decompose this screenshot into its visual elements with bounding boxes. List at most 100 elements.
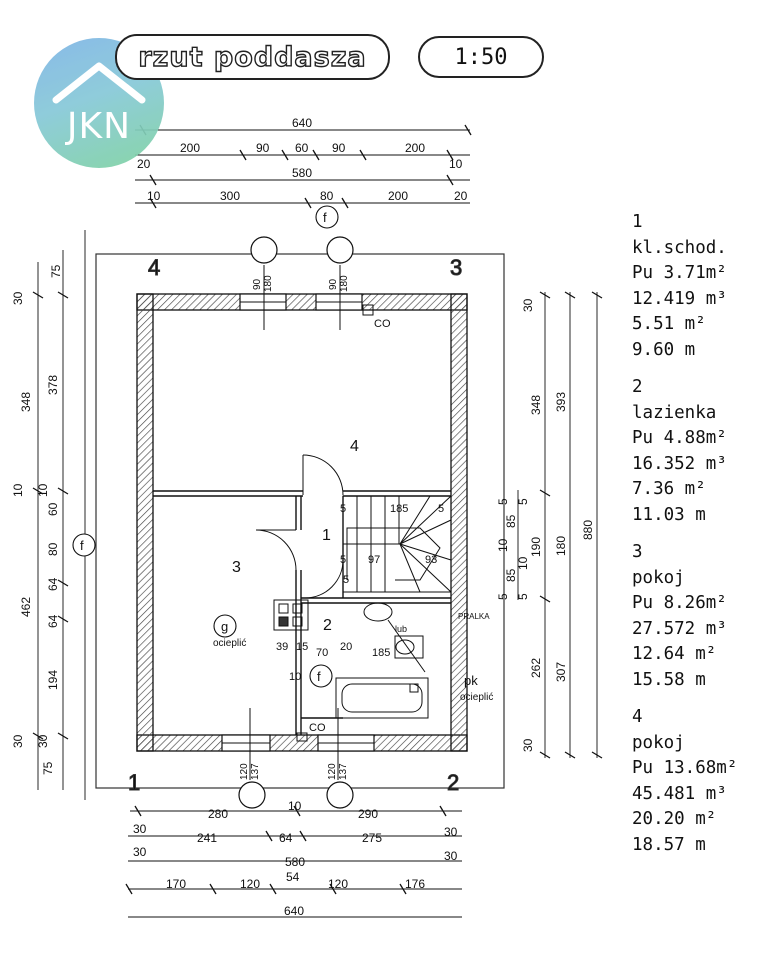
roof-outline	[95, 253, 505, 789]
inner-dimensions: 185 97 93 5 5 5 5 39 15 70 20 185 10	[276, 503, 444, 683]
dimension-value: 200	[388, 189, 408, 203]
dimension-value: 275	[362, 831, 382, 845]
f-markers	[72, 205, 339, 688]
room-label-2: 2	[323, 617, 332, 634]
dimension-value: 640	[292, 116, 312, 130]
dimension-value: 120	[327, 763, 338, 780]
dimension-value: 120	[328, 877, 348, 891]
dimension-value: 30	[444, 849, 458, 863]
dimension-value: 10	[147, 189, 161, 203]
dimension-value: 10	[289, 671, 301, 683]
dimension-value: 20	[454, 189, 468, 203]
f-marker-left: f	[80, 538, 84, 553]
house-roof-icon	[52, 62, 146, 104]
dimension-value: 10	[496, 538, 510, 552]
dimension-value: 30	[11, 734, 25, 748]
dimension-value: 60	[46, 502, 60, 516]
dimension-value: 185	[372, 647, 390, 659]
scale-badge: 1:50	[418, 36, 544, 78]
dimension-value: 137	[250, 763, 261, 780]
dimension-value: 15	[296, 641, 308, 653]
dimension-value: 90	[256, 141, 270, 155]
dimension-value: 64	[46, 614, 60, 628]
corner-label-tl: 4	[148, 255, 160, 280]
room-label-4: 4	[350, 438, 359, 455]
staircase	[342, 495, 452, 593]
doors	[255, 454, 344, 599]
dimension-value: 90	[332, 141, 346, 155]
dimension-value: 348	[19, 392, 33, 412]
dimension-value: 75	[49, 264, 63, 278]
dimension-value: 10	[449, 157, 463, 171]
dimension-value: 5	[340, 554, 346, 566]
dimension-value: 5	[516, 593, 530, 600]
dimension-value: 85	[504, 514, 518, 528]
dimension-value: 85	[504, 568, 518, 582]
dimension-value: 640	[284, 904, 304, 918]
dimension-value: 5	[343, 574, 349, 586]
exterior-walls	[136, 293, 468, 752]
dimension-value: 307	[554, 662, 568, 682]
dimension-value: 64	[46, 577, 60, 591]
left-dimensions: 75 30 348 378 10 10 60 80 64 64 462 194 …	[11, 264, 63, 775]
dimension-value: 20	[137, 157, 151, 171]
ocieplic-label-left: ocieplić	[213, 638, 246, 649]
room-name: pokoj	[632, 732, 685, 753]
dimension-value: 462	[19, 597, 33, 617]
room-volume: 45.481 m³	[632, 783, 727, 804]
room-perimeter: 11.03 m	[632, 504, 706, 525]
dimension-value: 348	[529, 395, 543, 415]
room-pu: Pu 8.26m²	[632, 593, 727, 613]
room-pu: Pu 3.71m²	[632, 263, 727, 283]
room-pu: Pu 13.68m²	[632, 758, 738, 778]
dimension-value: 30	[36, 734, 50, 748]
legend-room-4: 4 pokoj Pu 13.68m² 45.481 m³ 20.20 m² 18…	[632, 705, 762, 858]
plan-text: 4 1 3 2 4 3 1 2 CO CO lub PRALKA g f f f…	[80, 210, 493, 796]
window-dimensions: 90 180 90 180 120 137 120 137	[239, 275, 350, 780]
room-area: 7.36 m²	[632, 479, 706, 499]
dimension-value: 280	[208, 807, 228, 821]
dimension-value: 170	[166, 877, 186, 891]
room-pu: Pu 4.88m²	[632, 428, 727, 448]
room-area: 5.51 m²	[632, 314, 706, 334]
dimension-value: 90	[328, 278, 339, 290]
dimension-value: 64	[279, 831, 293, 845]
lub-label: lub	[395, 624, 407, 634]
f-marker-bath: f	[317, 669, 321, 684]
co-label-bottom: CO	[309, 722, 326, 734]
room-number: 2	[632, 377, 643, 397]
dimension-value: 180	[339, 275, 350, 292]
dimension-value: 70	[316, 647, 328, 659]
dimension-value: 93	[425, 554, 437, 566]
room-perimeter: 15.58 m	[632, 669, 706, 690]
dimension-value: 190	[529, 537, 543, 557]
room-label-3: 3	[232, 559, 241, 576]
dimension-value: 60	[295, 141, 309, 155]
room-number: 4	[632, 707, 643, 727]
room-name: pokoj	[632, 567, 685, 588]
dimension-value: 10	[516, 556, 530, 570]
room-volume: 12.419 m³	[632, 288, 727, 309]
logo-text: JKN	[66, 106, 132, 147]
room-area: 12.64 m²	[632, 644, 717, 664]
dimension-value: 5	[438, 503, 444, 515]
dimension-value: 300	[220, 189, 240, 203]
room-legend: 1 kl.schod. Pu 3.71m² 12.419 m³ 5.51 m² …	[632, 210, 762, 870]
dimension-value: 30	[521, 738, 535, 752]
dimension-value: 200	[405, 141, 425, 155]
pk-label: pk	[464, 673, 478, 688]
room-area: 20.20 m²	[632, 809, 717, 829]
bottom-dimensions: 280 10 290 30 241 64 275 30 30 580 30 54…	[133, 799, 458, 918]
dimension-value: 5	[496, 498, 510, 505]
dimension-value: 290	[358, 807, 378, 821]
room-volume: 16.352 m³	[632, 453, 727, 474]
room-label-1: 1	[322, 527, 331, 544]
top-dimensions: 640 200 90 60 90 200 20 580 10 10 300 80…	[137, 116, 468, 203]
dimension-value: 120	[240, 877, 260, 891]
dimension-value: 10	[11, 483, 25, 497]
corner-label-br: 2	[447, 770, 459, 795]
dimension-value: 580	[292, 166, 312, 180]
f-marker-top: f	[323, 210, 327, 225]
dimension-value: 180	[263, 275, 274, 292]
